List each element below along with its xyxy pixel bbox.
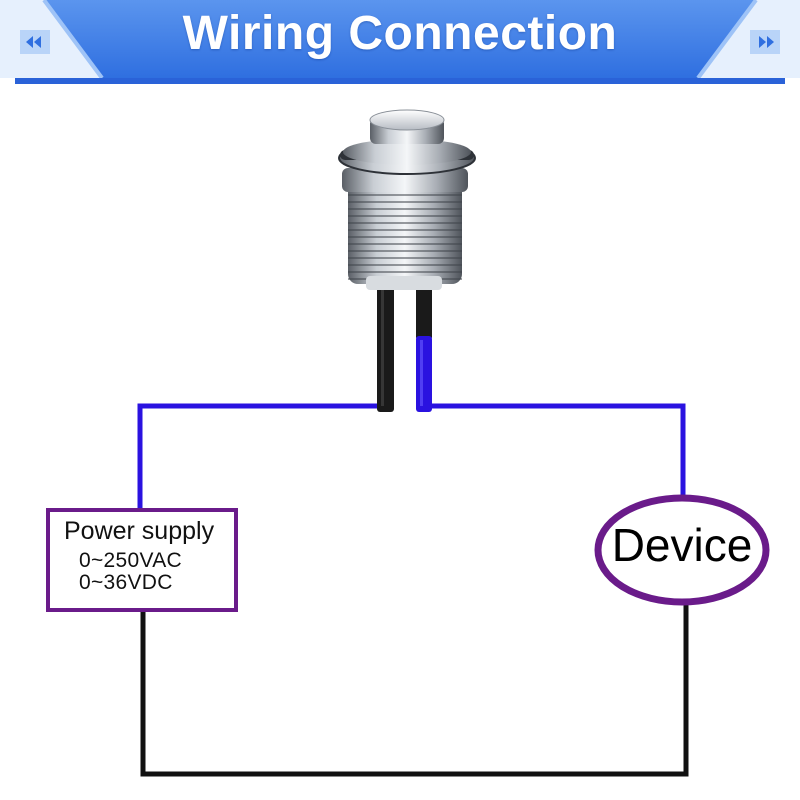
double-chevron-left-icon	[20, 30, 50, 54]
black-wire	[140, 604, 689, 777]
power-supply-box	[46, 508, 238, 612]
power-supply-ac-range: 0~250VAC	[79, 549, 183, 572]
device-outline	[594, 494, 770, 606]
double-chevron-right-icon	[750, 30, 780, 54]
switch-leads	[377, 286, 432, 412]
blue-wire	[137, 403, 686, 513]
banner-underline	[15, 78, 785, 84]
device-label: Device	[611, 519, 753, 571]
power-supply-title: Power supply	[64, 517, 215, 545]
header-banner	[0, 0, 800, 84]
page-title: Wiring Connection	[182, 7, 618, 60]
power-supply-dc-range: 0~36VDC	[79, 571, 173, 594]
banner-band	[44, 0, 756, 78]
metal-push-button-switch-icon	[338, 109, 476, 290]
